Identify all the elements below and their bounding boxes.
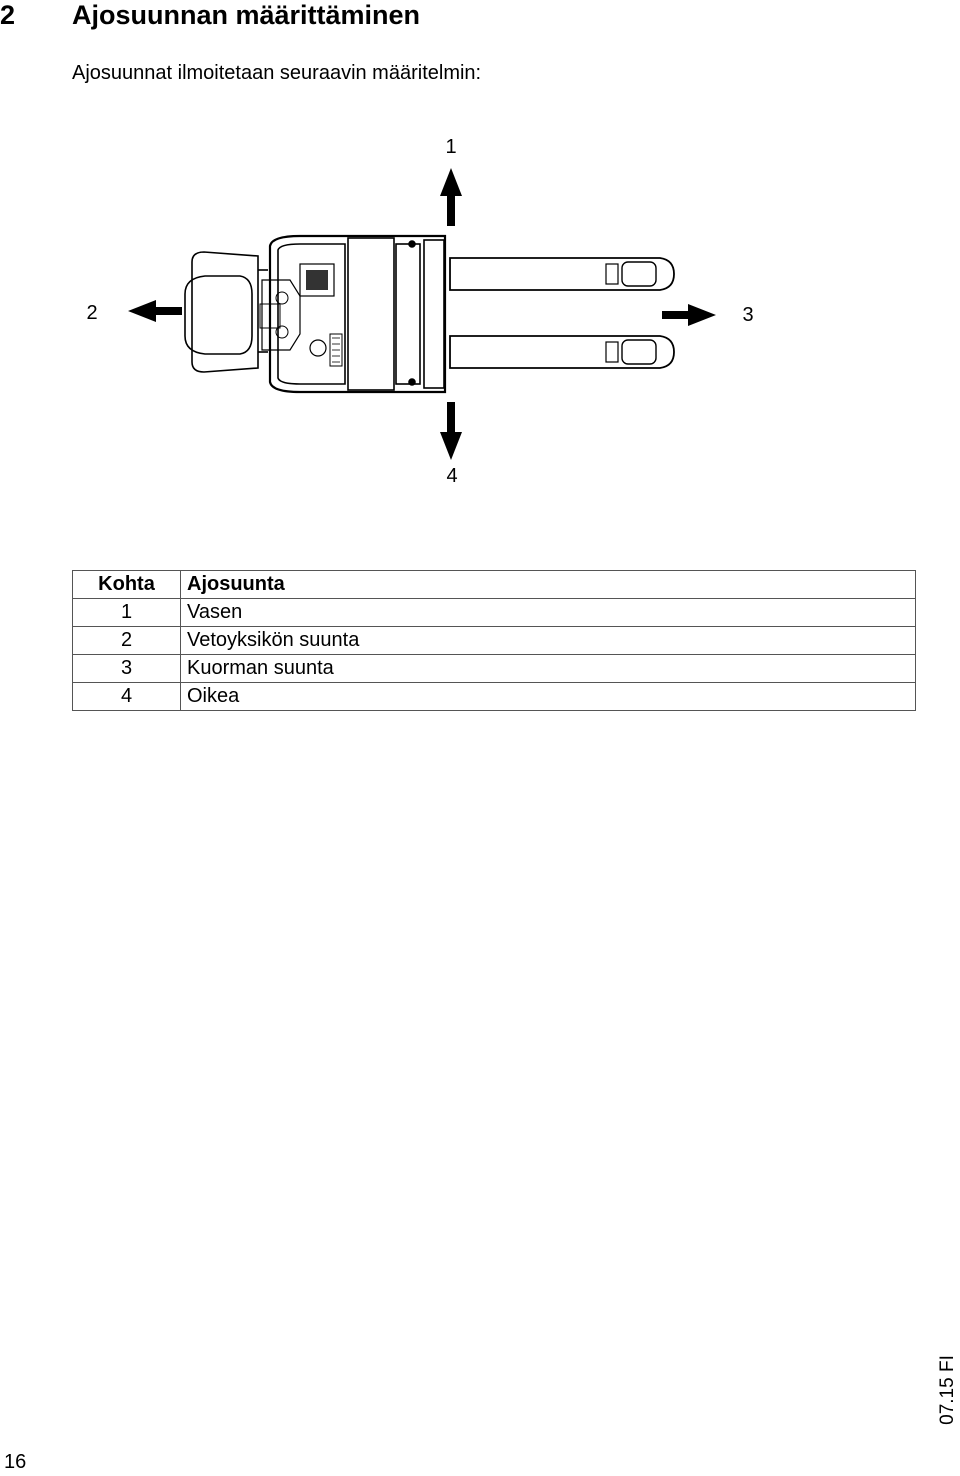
- document-code: 07.15 FI: [937, 1355, 958, 1425]
- section-number: 2: [0, 0, 16, 30]
- legend-header-kohta: Kohta: [72, 570, 181, 599]
- truck-drawing: [128, 168, 716, 460]
- label-direction-3: 3: [742, 304, 754, 326]
- legend-cell-number: 4: [72, 682, 181, 711]
- arrow-right-icon: [662, 304, 716, 326]
- legend-cell-direction: Vetoyksikön suunta: [180, 626, 916, 655]
- legend-table: Kohta Ajosuunta 1 Vasen 2 Vetoyksikön su…: [72, 570, 916, 711]
- truck-direction-figure: 1 2 3 4: [0, 120, 960, 500]
- legend-cell-number: 2: [72, 626, 181, 655]
- legend-cell-direction: Vasen: [180, 598, 916, 627]
- legend-cell-number: 1: [72, 598, 181, 627]
- arrow-up-icon: [440, 168, 462, 226]
- label-direction-4: 4: [446, 465, 458, 487]
- truck-body: [184, 234, 675, 394]
- legend-header-ajosuunta: Ajosuunta: [180, 570, 916, 599]
- label-direction-1: 1: [445, 136, 457, 158]
- legend-header-row: Kohta Ajosuunta: [72, 570, 916, 599]
- page-number: 16: [4, 1451, 27, 1473]
- legend-cell-direction: Kuorman suunta: [180, 654, 916, 683]
- table-row: 3 Kuorman suunta: [72, 654, 916, 683]
- table-row: 1 Vasen: [72, 598, 916, 627]
- legend-cell-direction: Oikea: [180, 682, 916, 711]
- legend-cell-number: 3: [72, 654, 181, 683]
- label-direction-2: 2: [86, 302, 98, 324]
- intro-text: Ajosuunnat ilmoitetaan seuraavin määrite…: [72, 62, 482, 84]
- section-title: Ajosuunnan määrittäminen: [72, 0, 421, 30]
- table-row: 4 Oikea: [72, 682, 916, 711]
- arrow-down-icon: [440, 402, 462, 460]
- table-row: 2 Vetoyksikön suunta: [72, 626, 916, 655]
- arrow-left-icon: [128, 300, 182, 322]
